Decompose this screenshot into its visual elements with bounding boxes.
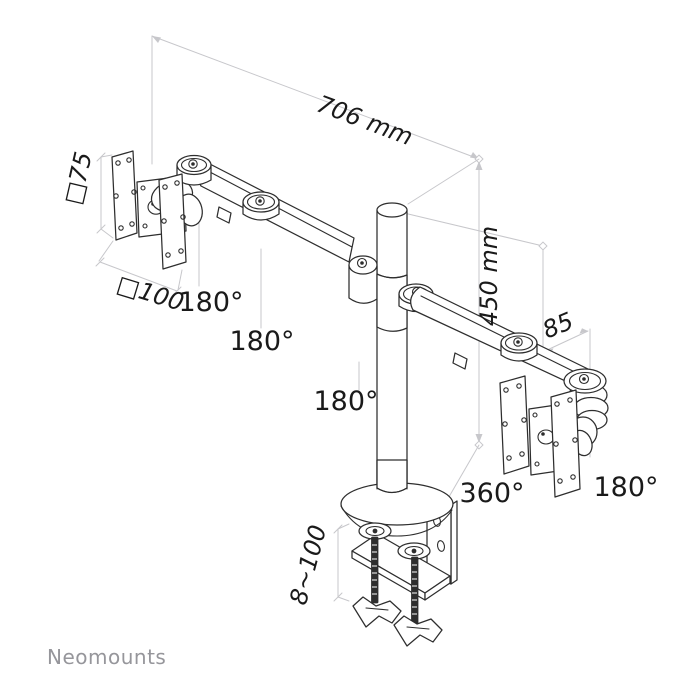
dim-arm-span-label: 706 mm: [313, 90, 417, 151]
dim-vesa75-label: □75: [59, 149, 98, 207]
brand-logo: Neomounts: [47, 645, 166, 669]
right-vesa-head: [499, 375, 581, 498]
desk-clamp: [340, 459, 458, 647]
right-vesa-plate: [499, 375, 530, 475]
angle-pole-rotation-label: 360°: [459, 478, 524, 509]
left-vesa-head: [111, 150, 212, 270]
cable-clip: [216, 206, 232, 224]
angle-center-label: 180°: [313, 386, 378, 417]
angle-left-arm-label: 180°: [229, 326, 294, 357]
clamp-screw: [411, 556, 419, 626]
left-vesa-plate: [111, 150, 138, 241]
wing-knob: [352, 596, 402, 628]
pole: [376, 202, 408, 494]
left-arm: [197, 161, 355, 263]
cable-clip: [452, 352, 468, 370]
dim-vesa100-label: □100: [113, 270, 187, 317]
wing-knob: [393, 615, 443, 647]
dim-clamp-range-label: 8~100: [284, 522, 332, 608]
right-arm: [410, 286, 593, 393]
dim-pole-height-label: 450 mm: [475, 226, 503, 326]
angle-right-vesa-label: 180°: [593, 472, 658, 503]
angle-left-vesa-label: 180°: [178, 287, 243, 318]
clamp-screw: [371, 536, 379, 604]
